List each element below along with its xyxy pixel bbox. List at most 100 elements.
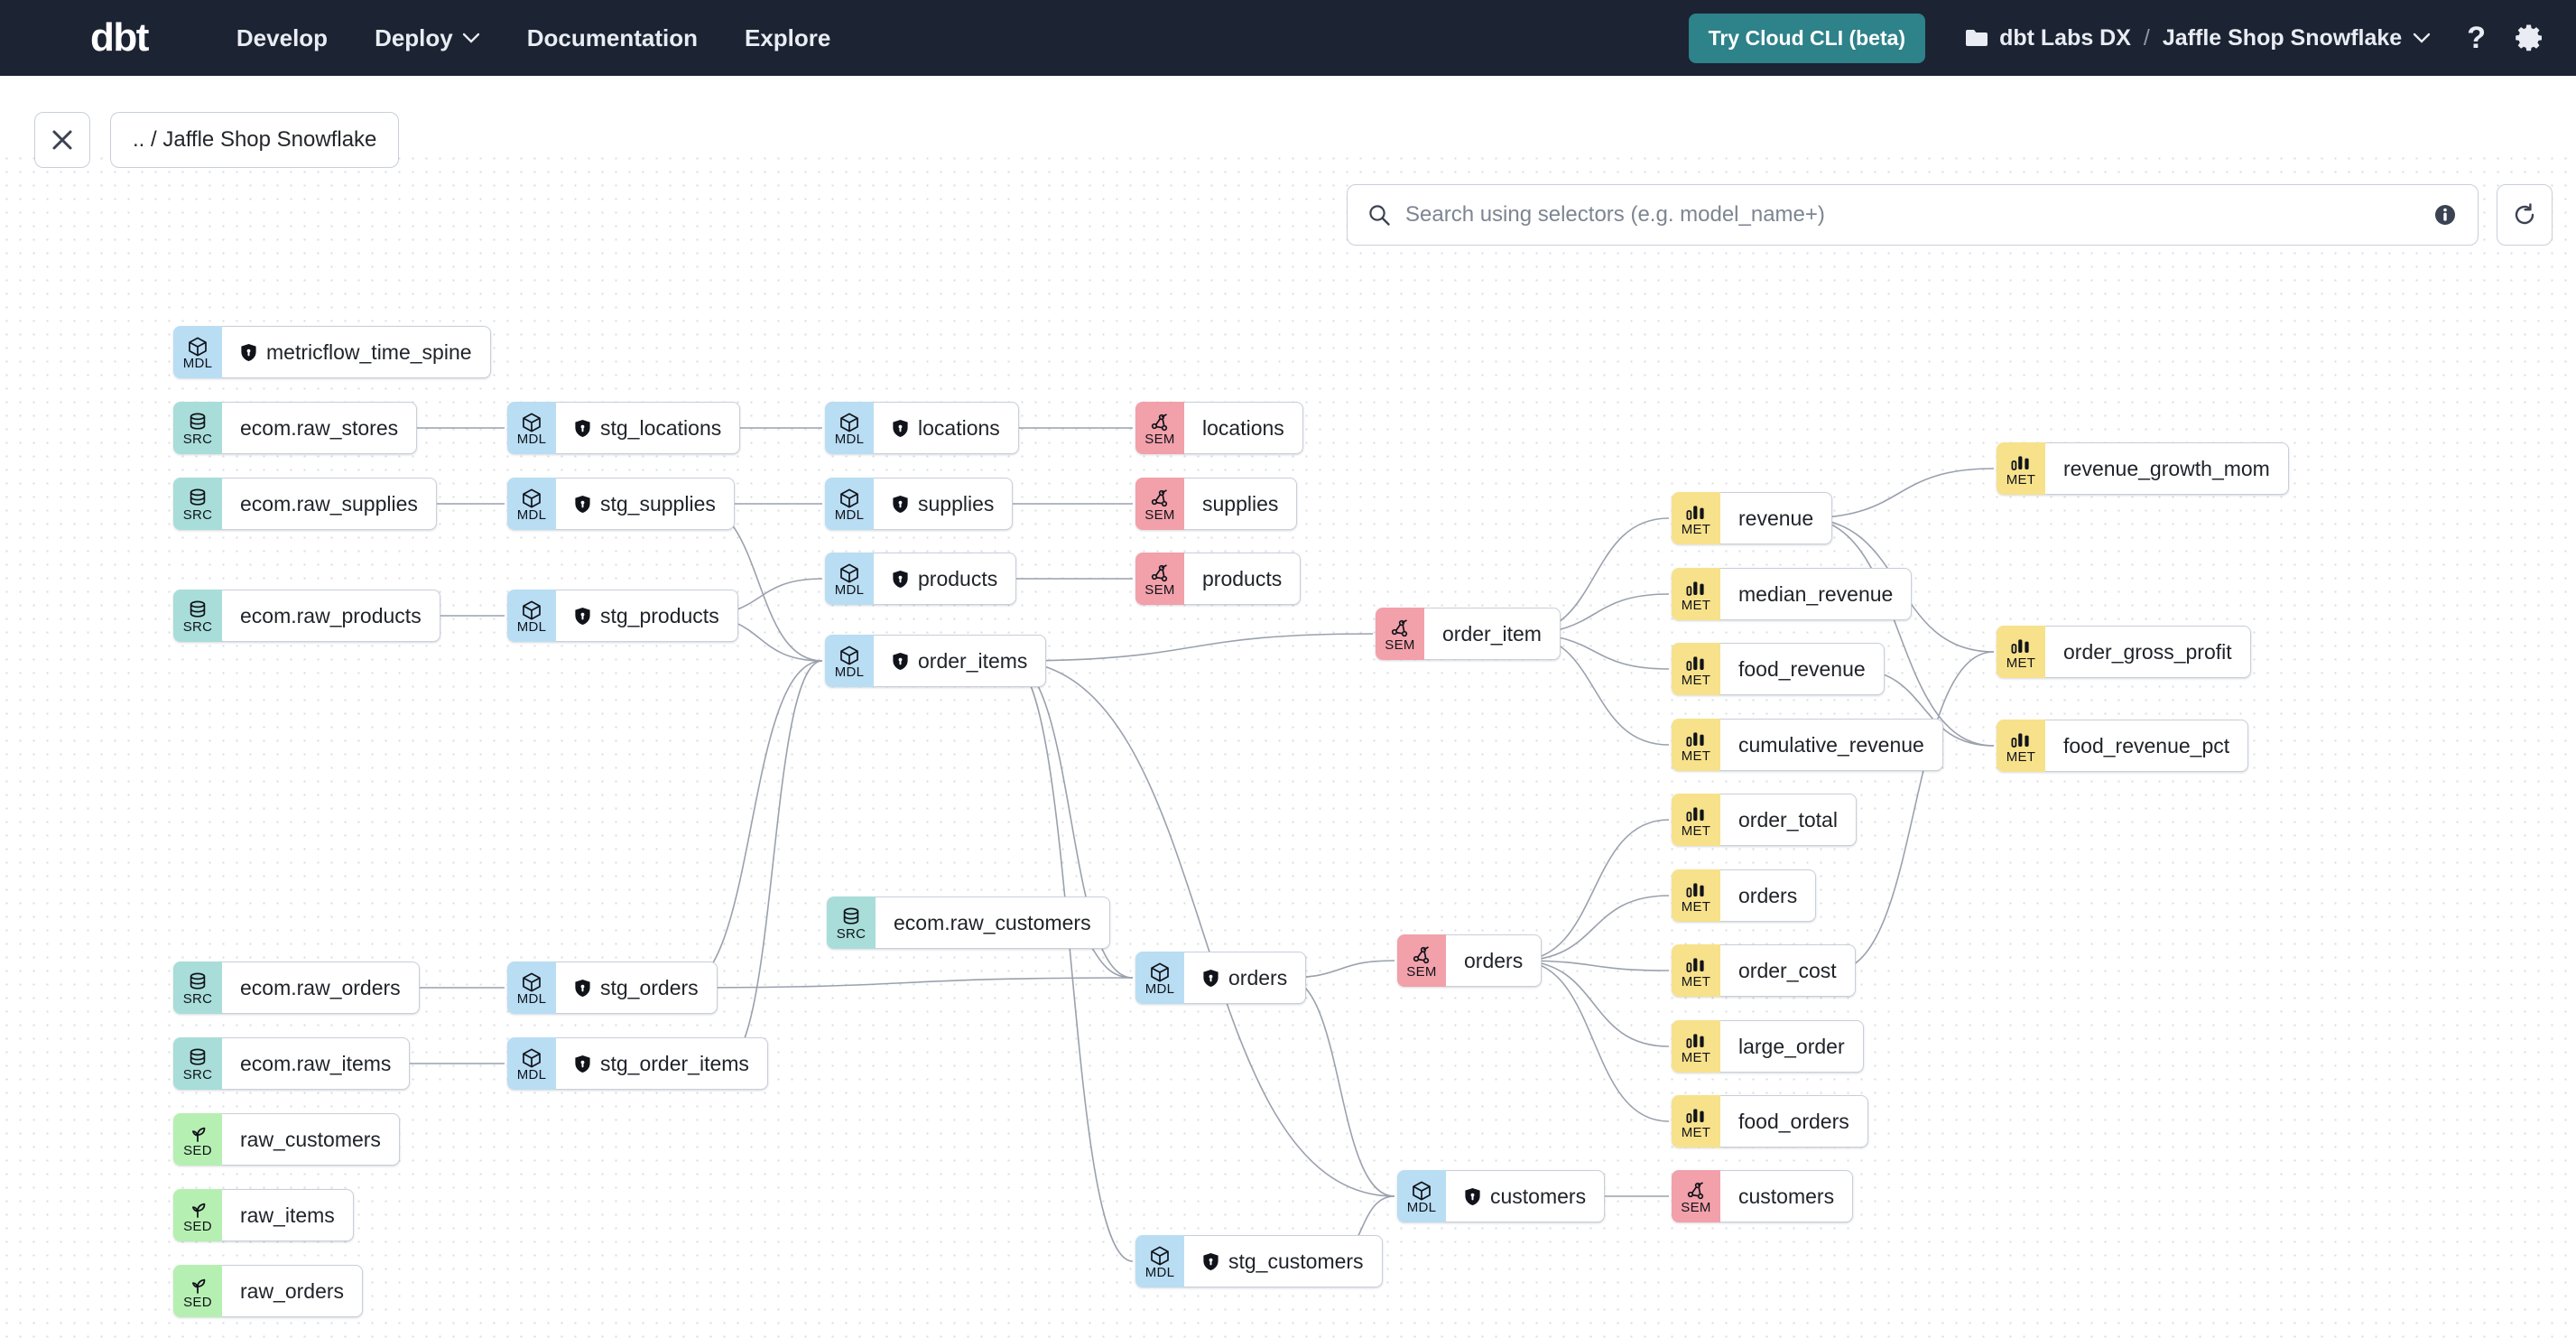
node-body[interactable]: locations bbox=[874, 402, 1019, 454]
node-body[interactable]: revenue bbox=[1720, 492, 1833, 544]
graph-breadcrumb-chip[interactable]: .. / Jaffle Shop Snowflake bbox=[110, 112, 400, 168]
node-body[interactable]: stg_order_items bbox=[556, 1037, 768, 1090]
node-body[interactable]: raw_customers bbox=[222, 1113, 400, 1166]
node-body[interactable]: raw_orders bbox=[222, 1265, 364, 1317]
graph-node-met_food_orders[interactable]: MET food_orders bbox=[1672, 1095, 1868, 1148]
nav-item-explore[interactable]: Explore bbox=[721, 15, 854, 61]
dbt-logo[interactable]: dbt bbox=[34, 15, 149, 60]
node-body[interactable]: supplies bbox=[874, 478, 1014, 530]
search-input[interactable] bbox=[1405, 202, 2418, 228]
node-body[interactable]: ecom.raw_orders bbox=[222, 962, 420, 1014]
node-body[interactable]: orders bbox=[1720, 869, 1817, 922]
node-body[interactable]: supplies bbox=[1184, 478, 1298, 530]
node-body[interactable]: orders bbox=[1184, 952, 1307, 1004]
node-body[interactable]: large_order bbox=[1720, 1020, 1864, 1073]
node-type-label: MDL bbox=[834, 506, 865, 523]
nav-item-documentation[interactable]: Documentation bbox=[504, 15, 721, 61]
try-cloud-cli-button[interactable]: Try Cloud CLI (beta) bbox=[1688, 13, 1926, 63]
help-icon[interactable]: ? bbox=[2467, 20, 2486, 55]
node-body[interactable]: ecom.raw_stores bbox=[222, 402, 418, 454]
node-body[interactable]: order_item bbox=[1424, 608, 1561, 660]
node-body[interactable]: stg_products bbox=[556, 590, 738, 642]
node-body[interactable]: customers bbox=[1720, 1170, 1854, 1222]
close-button[interactable] bbox=[34, 112, 90, 168]
node-body[interactable]: median_revenue bbox=[1720, 568, 1913, 620]
node-body[interactable]: food_revenue_pct bbox=[2045, 720, 2249, 772]
node-body[interactable]: stg_locations bbox=[556, 402, 741, 454]
node-body[interactable]: order_total bbox=[1720, 794, 1857, 846]
node-body[interactable]: orders bbox=[1446, 934, 1543, 987]
node-body[interactable]: ecom.raw_customers bbox=[876, 897, 1110, 949]
node-body[interactable]: locations bbox=[1184, 402, 1303, 454]
node-body[interactable]: raw_items bbox=[222, 1189, 354, 1241]
refresh-button[interactable] bbox=[2497, 184, 2553, 246]
breadcrumb-account[interactable]: dbt Labs DX bbox=[1965, 25, 2131, 51]
node-body[interactable]: cumulative_revenue bbox=[1720, 719, 1943, 771]
graph-node-supplies[interactable]: MDL supplies bbox=[825, 478, 1014, 530]
node-body[interactable]: stg_orders bbox=[556, 962, 718, 1014]
node-body[interactable]: food_orders bbox=[1720, 1095, 1868, 1148]
gear-icon[interactable] bbox=[2515, 23, 2545, 53]
node-body[interactable]: metricflow_time_spine bbox=[222, 326, 491, 378]
nav-item-deploy[interactable]: Deploy bbox=[351, 15, 504, 61]
node-body[interactable]: order_cost bbox=[1720, 944, 1856, 997]
node-body[interactable]: ecom.raw_items bbox=[222, 1037, 411, 1090]
node-type-label: MDL bbox=[516, 618, 547, 635]
node-body[interactable]: products bbox=[1184, 553, 1302, 605]
node-body[interactable]: food_revenue bbox=[1720, 643, 1885, 695]
nav-item-develop[interactable]: Develop bbox=[213, 15, 351, 61]
search-bar[interactable] bbox=[1347, 184, 2479, 246]
node-body[interactable]: stg_customers bbox=[1184, 1235, 1383, 1287]
node-body[interactable]: ecom.raw_supplies bbox=[222, 478, 437, 530]
node-body[interactable]: revenue_growth_mom bbox=[2045, 442, 2289, 495]
node-body[interactable]: stg_supplies bbox=[556, 478, 735, 530]
node-body[interactable]: products bbox=[874, 553, 1017, 605]
node-body[interactable]: order_items bbox=[874, 635, 1047, 687]
info-icon[interactable] bbox=[2432, 202, 2458, 228]
graph-node-stg_products[interactable]: MDL stg_products bbox=[507, 590, 738, 642]
breadcrumb-project[interactable]: Jaffle Shop Snowflake bbox=[2163, 25, 2431, 51]
node-body[interactable]: customers bbox=[1446, 1170, 1606, 1222]
node-type-label: MET bbox=[1681, 1124, 1711, 1140]
node-body[interactable]: order_gross_profit bbox=[2045, 626, 2251, 678]
node-body[interactable]: ecom.raw_products bbox=[222, 590, 440, 642]
